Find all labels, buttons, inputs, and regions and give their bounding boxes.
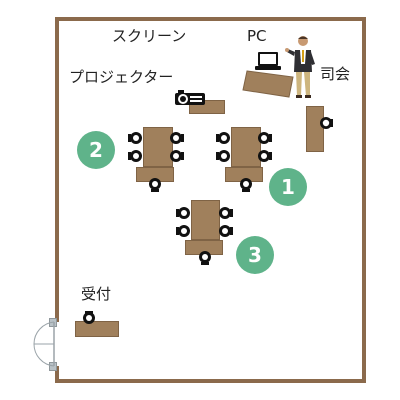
group-badge-2: 2 xyxy=(77,131,115,169)
group-2-chairs xyxy=(128,132,184,192)
chair-icon xyxy=(128,132,184,192)
door-frame-bottom xyxy=(49,362,57,371)
pc-label: PC xyxy=(247,27,267,45)
group-1-table xyxy=(231,127,261,167)
mc-label: 司会 xyxy=(320,65,351,83)
mc-table xyxy=(306,106,324,152)
pc-table xyxy=(242,70,294,98)
presenter-figure xyxy=(285,36,315,98)
projector-label: プロジェクター xyxy=(69,68,174,86)
projector-icon xyxy=(175,90,205,105)
group-badge-3: 3 xyxy=(236,236,274,274)
group-3-table xyxy=(191,200,220,240)
chair-icon xyxy=(320,117,333,129)
group-2-table xyxy=(143,127,173,167)
group-3-chairs xyxy=(176,207,233,265)
chair-icon xyxy=(83,311,95,324)
chair-icon xyxy=(176,207,233,265)
group-1-chairs xyxy=(216,132,272,192)
door-icon xyxy=(33,321,55,367)
group-badge-1: 1 xyxy=(269,168,307,206)
reception-table xyxy=(75,321,119,337)
chair-icon xyxy=(216,132,272,192)
reception-label: 受付 xyxy=(81,285,112,303)
screen-label: スクリーン xyxy=(112,27,187,45)
door-opening xyxy=(53,322,61,366)
laptop-icon xyxy=(255,52,281,70)
